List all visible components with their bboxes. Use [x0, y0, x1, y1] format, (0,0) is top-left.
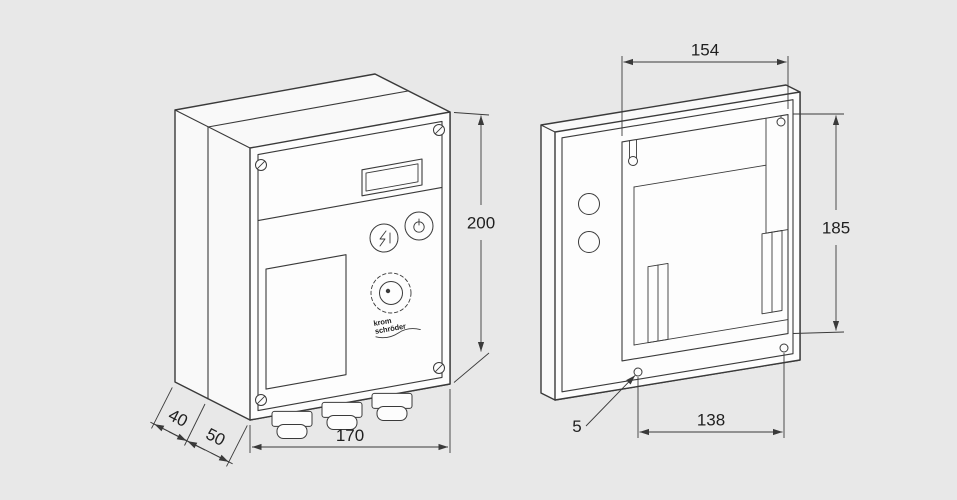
ignition-knob — [370, 272, 412, 314]
reset-icon — [379, 230, 387, 247]
dimension-opening-width: 154 — [621, 41, 789, 136]
opening-contour — [621, 114, 789, 362]
dimension-arrow — [154, 423, 173, 434]
dimension-label-height: 200 — [467, 214, 495, 233]
mounting-hole-left — [633, 367, 643, 377]
label-window — [265, 254, 347, 390]
rear-face — [554, 91, 801, 401]
reset-button — [369, 223, 399, 253]
cable-gland — [321, 401, 363, 430]
corner-screw — [255, 159, 267, 171]
dimension-label-width: 170 — [336, 426, 364, 445]
corner-screw — [433, 362, 445, 374]
extension-line — [151, 387, 173, 429]
mounting-hole-right — [779, 343, 789, 353]
rear-view: 154 185 138 5 — [540, 41, 850, 438]
extension-line — [453, 352, 490, 383]
display-screen — [365, 163, 419, 192]
dimension-opening-height: 185 — [792, 113, 850, 334]
keyhole-slot — [628, 139, 638, 166]
panel-border — [257, 120, 443, 412]
interior-details — [578, 115, 789, 377]
dimension-label-depth-front: 50 — [203, 424, 228, 450]
dimension-label-depth-rear: 40 — [165, 405, 190, 431]
lid-seam-top — [207, 90, 409, 128]
cable-gland — [371, 392, 413, 421]
dimension-arrow — [187, 440, 206, 451]
dimension-width: 170 — [249, 389, 451, 453]
dimension-hole-spacing: 138 — [637, 353, 785, 438]
dimension-arrow — [168, 431, 187, 442]
corner-screws — [255, 124, 445, 406]
extension-line — [184, 403, 206, 446]
corner-screw — [255, 394, 267, 406]
knockout-circle — [578, 231, 600, 253]
cable-glands — [271, 392, 413, 439]
panel-seam — [257, 186, 443, 222]
dimension-arrow — [210, 452, 229, 463]
dimension-label-opening-height: 185 — [822, 219, 850, 238]
dimension-label-hole: 5 — [572, 417, 581, 436]
knob-body — [379, 281, 403, 305]
extension-line — [226, 425, 248, 467]
dimension-height: 200 — [453, 112, 495, 383]
leader-line — [585, 375, 636, 427]
interior-top-edge — [633, 164, 767, 188]
display-window — [361, 158, 423, 197]
rear-enclosure-body — [540, 84, 801, 401]
logo-line1: krom — [373, 316, 393, 328]
rear-depth-edge — [540, 124, 556, 133]
mounting-bracket-right — [761, 230, 783, 315]
corner-screw — [433, 124, 445, 136]
wall-flange-contour — [561, 99, 794, 393]
power-button — [404, 211, 434, 241]
extension-line — [453, 112, 490, 116]
dot-marker — [385, 288, 391, 294]
front-face — [249, 111, 451, 421]
top-left-depth-edge — [174, 109, 251, 149]
enclosure-body — [174, 73, 451, 421]
knockout-circle — [578, 193, 600, 215]
front-panel: krom schröder — [255, 120, 445, 412]
mounting-bracket-left — [647, 262, 669, 344]
extension-line — [792, 331, 845, 334]
knob-dashed-ring — [370, 272, 412, 314]
corner-boss — [776, 115, 786, 127]
dimension-label-opening-width: 154 — [691, 41, 719, 60]
dimension-label-hole-spacing: 138 — [697, 411, 725, 430]
front-view: krom schröder — [150, 73, 495, 467]
logo-swoosh — [375, 328, 421, 339]
dimension-hole: 5 — [572, 375, 636, 436]
cable-gland — [271, 410, 313, 439]
